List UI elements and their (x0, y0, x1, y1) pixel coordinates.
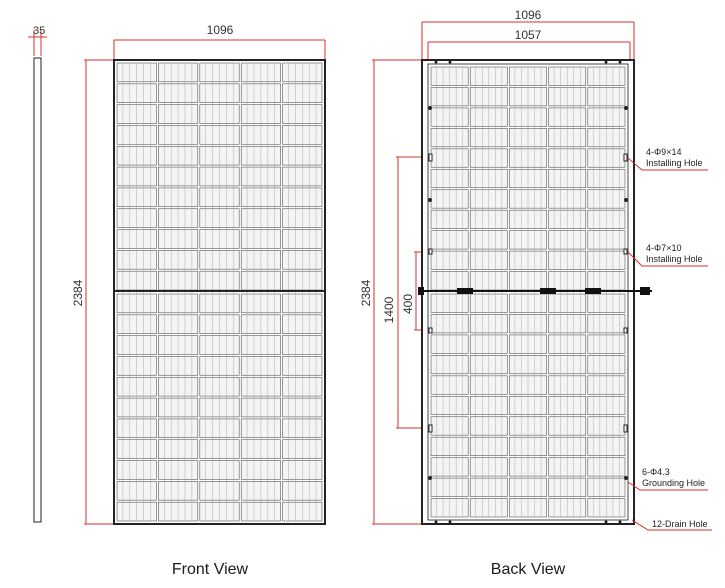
callout-leader-installing-large (627, 157, 708, 171)
callout-leader-drain (631, 519, 712, 531)
side-thickness-label: 35 (33, 25, 45, 37)
install-hole-large (428, 424, 433, 433)
grounding-hole (428, 106, 432, 110)
callout-grounding-spec: 6-Φ4.3 (642, 467, 670, 477)
drain-hole (618, 60, 622, 64)
drain-hole (618, 520, 622, 524)
junction-box-center (540, 288, 556, 294)
callout-leader-grounding (627, 481, 708, 491)
callout-installing-large-spec: 4-Φ9×14 (646, 147, 681, 157)
install-hole-small (428, 327, 433, 334)
drain-hole (434, 60, 438, 64)
grounding-hole (428, 476, 432, 480)
back-view: 1096 1057 2384 1400 400 (359, 8, 712, 578)
drain-hole (448, 60, 452, 64)
callout-grounding-name: Grounding Hole (642, 478, 705, 488)
back-outer-width-label: 1096 (515, 8, 542, 22)
callout-drain-name: 12-Drain Hole (652, 519, 708, 529)
front-view: 1096 2384 Front View (71, 23, 326, 578)
install-hole-large (428, 153, 433, 162)
cable-connector-left (418, 287, 424, 295)
side-view: 35 (28, 25, 47, 523)
front-cell-grid (116, 62, 323, 522)
back-height-label: 2384 (359, 279, 373, 306)
cable-connector (640, 287, 650, 295)
grounding-hole (428, 198, 432, 202)
back-cell-grid (430, 66, 626, 518)
back-view-caption: Back View (491, 561, 566, 578)
drain-hole (448, 520, 452, 524)
drain-hole (604, 520, 608, 524)
grounding-hole (624, 198, 628, 202)
ground-pitch-label: 400 (401, 294, 415, 314)
callout-installing-small-spec: 4-Φ7×10 (646, 243, 681, 253)
junction-box-left (457, 288, 473, 294)
grounding-hole (624, 106, 628, 110)
callout-installing-small-name: Installing Hole (646, 254, 703, 264)
install-hole-small (623, 248, 628, 255)
drain-holes (434, 60, 622, 524)
back-inner-width-label: 1057 (515, 28, 542, 42)
front-view-caption: Front View (172, 561, 249, 578)
install-hole-large (623, 424, 628, 433)
installing-holes (428, 153, 628, 433)
front-width-label: 1096 (207, 23, 234, 37)
grounding-holes (428, 106, 628, 480)
grounding-hole (624, 476, 628, 480)
install-hole-large (623, 153, 628, 162)
install-hole-small (623, 327, 628, 334)
callout-installing-large-name: Installing Hole (646, 158, 703, 168)
drain-hole (434, 520, 438, 524)
callout-leader-installing-small (627, 251, 708, 267)
install-pitch-label: 1400 (382, 296, 396, 323)
drain-hole (604, 60, 608, 64)
install-hole-small (428, 248, 433, 255)
side-profile (33, 57, 42, 523)
junction-box-right (585, 288, 601, 294)
front-height-label: 2384 (71, 279, 85, 306)
